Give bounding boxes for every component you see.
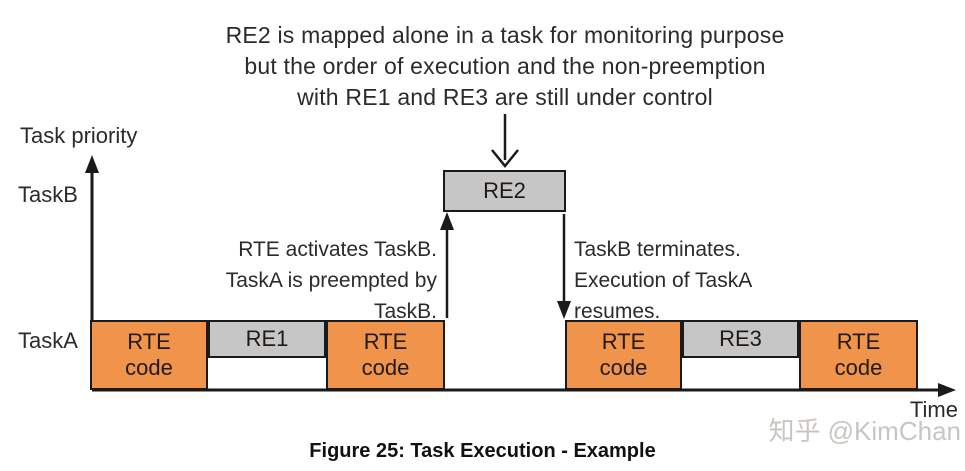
- segment-re3: RE3: [682, 320, 799, 358]
- segment-rte-code-1: RTE code: [90, 320, 208, 390]
- row-label-taskb: TaskB: [18, 182, 78, 207]
- figure-caption: Figure 25: Task Execution - Example: [309, 440, 656, 462]
- y-axis-label: Task priority: [20, 123, 138, 148]
- note-line-3: with RE1 and RE3 are still under control: [297, 84, 713, 110]
- annotation-activate-line-3: TaskB.: [373, 300, 437, 323]
- segment-re2: RE2: [443, 170, 566, 212]
- note-line-1: RE2 is mapped alone in a task for monito…: [225, 22, 785, 48]
- segment-rte-code-3: RTE code: [565, 320, 682, 390]
- annotation-terminate-line-2: Execution of TaskA: [574, 269, 753, 292]
- annotation-activate-line-2: TaskA is preempted by: [225, 269, 437, 292]
- y-axis-arrow-icon: [85, 155, 99, 173]
- segment-rte-code-4: RTE code: [799, 320, 918, 390]
- annotation-terminate-line-1: TaskB terminates.: [574, 238, 741, 261]
- annotation-terminate: TaskB terminates. Execution of TaskA res…: [574, 234, 874, 327]
- note-line-2: but the order of execution and the non-p…: [244, 53, 766, 79]
- annotation-activate-line-1: RTE activates TaskB.: [238, 238, 437, 261]
- note-text: RE2 is mapped alone in a task for monito…: [90, 20, 920, 113]
- note-arrow-head-icon: [491, 149, 519, 168]
- terminate-arrow-head-icon: [557, 301, 571, 319]
- annotation-terminate-line-3: resumes.: [574, 300, 661, 323]
- segment-rte-code-2: RTE code: [326, 320, 445, 390]
- x-axis-arrow-icon: [938, 383, 956, 397]
- preempt-arrow-head-icon: [440, 212, 454, 230]
- annotation-activate: RTE activates TaskB. TaskA is preempted …: [140, 234, 437, 327]
- row-label-taska: TaskA: [18, 328, 78, 353]
- watermark: 知乎 @KimChan: [768, 416, 961, 446]
- segment-re1: RE1: [208, 320, 326, 358]
- x-axis-label: Time: [909, 397, 958, 422]
